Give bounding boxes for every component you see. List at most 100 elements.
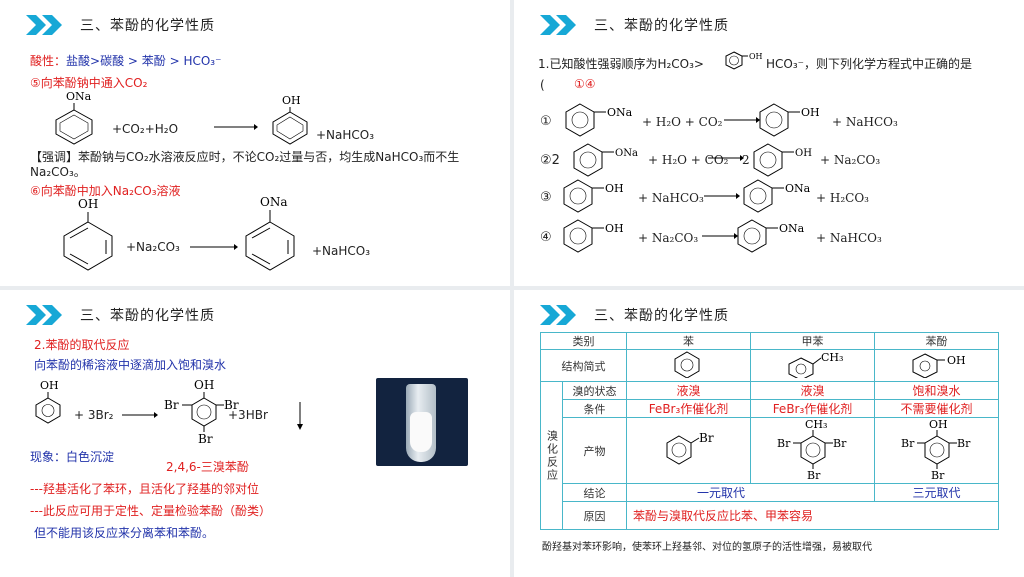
svg-text:OH: OH bbox=[749, 52, 763, 61]
table-row: 条件 FeBr₃作催化剂 FeBr₃作催化剂 不需要催化剂 bbox=[541, 399, 999, 418]
note-1: ---羟基活化了苯环，且活化了羟基的邻对位 bbox=[30, 482, 259, 496]
phenol-structure: OH bbox=[753, 143, 812, 177]
reaction-arrow bbox=[724, 117, 760, 123]
phenol-structure: OH bbox=[912, 353, 966, 379]
svg-text:OH: OH bbox=[282, 94, 301, 107]
slide-title: 三、苯酚的化学性质 bbox=[594, 18, 729, 34]
svg-text:Br: Br bbox=[901, 437, 915, 450]
phenol-structure: OH bbox=[63, 197, 113, 271]
slide-title: 三、苯酚的化学性质 bbox=[594, 308, 729, 324]
note-2: ---此反应可用于定性、定量检验苯酚（酚类） bbox=[30, 504, 271, 518]
eq5-reagent: +CO₂+H₂O bbox=[112, 122, 179, 136]
reagent-bromine: + 3Br₂ bbox=[74, 408, 114, 422]
tribromophenol-structure: OH Br Br Br bbox=[901, 418, 971, 482]
double-chevron-icon bbox=[540, 305, 576, 325]
section-title: 2.苯酚的取代反应 bbox=[34, 338, 130, 352]
step-5: ⑤向苯酚钠中通入CO₂ bbox=[30, 76, 148, 90]
table-row: 产物 Br CH₃ Br Br Br OH Br Br Br bbox=[541, 417, 999, 484]
sodium-phenoxide-structure: ONa bbox=[737, 219, 805, 253]
tribromotoluene-structure: CH₃ Br Br Br bbox=[777, 418, 847, 482]
answer-value: ①④ bbox=[574, 77, 596, 91]
double-chevron-icon bbox=[26, 15, 62, 35]
sodium-phenoxide-structure: ONa bbox=[245, 195, 295, 271]
svg-text:ONa: ONa bbox=[785, 182, 811, 195]
svg-text:Br: Br bbox=[833, 437, 847, 450]
sodium-phenoxide-structure: ONa bbox=[743, 179, 811, 213]
svg-text:Br: Br bbox=[699, 432, 714, 445]
phenol-structure: OH bbox=[725, 51, 763, 70]
svg-text:OH: OH bbox=[605, 182, 624, 195]
sodium-phenoxide-structure: ONa bbox=[55, 90, 93, 145]
sodium-phenoxide-structure: ONa bbox=[573, 143, 638, 177]
svg-text:ONa: ONa bbox=[66, 90, 92, 103]
reaction-arrow bbox=[708, 155, 744, 161]
slide-3: 三、苯酚的化学性质 2.苯酚的取代反应 向苯酚的稀溶液中逐滴加入饱和溴水 OH … bbox=[0, 290, 510, 577]
table-row: 结论 一元取代 三元取代 bbox=[541, 483, 999, 502]
phenol-structure: OH bbox=[272, 94, 308, 145]
note-3: 但不能用该反应来分离苯和苯酚。 bbox=[34, 526, 215, 540]
table-row: 溴化反应 溴的状态 液溴 液溴 饱和溴水 bbox=[540, 381, 999, 530]
svg-text:OH: OH bbox=[801, 106, 820, 119]
question-suffix: HCO₃⁻，则下列化学方程式中正确的是 bbox=[766, 57, 972, 71]
svg-text:Br: Br bbox=[777, 437, 791, 450]
svg-text:Br: Br bbox=[807, 469, 821, 480]
bromobenzene-structure: Br bbox=[666, 431, 714, 465]
svg-text:Br: Br bbox=[957, 437, 971, 450]
svg-text:CH₃: CH₃ bbox=[805, 418, 827, 431]
phenol-structure: OH bbox=[759, 103, 820, 137]
product-name: 2,4,6-三溴苯酚 bbox=[166, 460, 249, 474]
svg-text:ONa: ONa bbox=[260, 195, 288, 209]
svg-text:OH: OH bbox=[947, 354, 966, 367]
svg-text:ONa: ONa bbox=[779, 222, 805, 235]
note-line-2: Na₂CO₃。 bbox=[30, 165, 86, 179]
bromination-group-label: 溴化反应 bbox=[540, 381, 563, 530]
answer-bracket: ( bbox=[540, 78, 545, 92]
table-row: 原因 苯酚与溴取代反应比苯、甲苯容易 bbox=[541, 501, 999, 530]
note-line-1: 【强调】苯酚钠与CO₂水溶液反应时，不论CO₂过量与否，均生成NaHCO₃而不生 bbox=[30, 150, 460, 164]
byproduct-hbr: +3HBr bbox=[228, 408, 268, 422]
phenol-structure: OH bbox=[35, 379, 61, 424]
svg-text:Br: Br bbox=[198, 432, 213, 446]
precipitate-arrow-icon bbox=[297, 402, 303, 430]
slide-title: 三、苯酚的化学性质 bbox=[80, 308, 215, 324]
svg-text:Br: Br bbox=[164, 398, 179, 412]
reaction-arrow bbox=[704, 193, 740, 199]
acidity-line: 酸性：盐酸>碳酸 > 苯酚 > HCO₃⁻ bbox=[30, 54, 222, 68]
reaction-arrow bbox=[702, 233, 738, 239]
table-row: 类别 苯 甲苯 苯酚 bbox=[540, 332, 999, 350]
benzene-structure bbox=[674, 351, 699, 379]
phenol-structure: OH bbox=[563, 179, 624, 213]
slide-1: 三、苯酚的化学性质 酸性：盐酸>碳酸 > 苯酚 > HCO₃⁻ ⑤向苯酚钠中通入… bbox=[0, 0, 510, 286]
svg-text:OH: OH bbox=[78, 197, 98, 211]
comparison-table: 类别 苯 甲苯 苯酚 结构简式 CH₃ OH 溴化反应 溴的状态 液溴 液溴 饱… bbox=[540, 332, 999, 530]
eq5-product: +NaHCO₃ bbox=[316, 128, 375, 142]
question-prefix: 1.已知酸性强弱顺序为H₂CO₃> bbox=[538, 57, 704, 71]
slide-header: 三、苯酚的化学性质 bbox=[540, 14, 729, 36]
svg-text:ONa: ONa bbox=[615, 148, 638, 159]
double-chevron-icon bbox=[26, 305, 62, 325]
slide-title: 三、苯酚的化学性质 bbox=[80, 18, 215, 34]
svg-text:OH: OH bbox=[605, 222, 624, 235]
table-row: 结构简式 CH₃ OH bbox=[540, 349, 999, 382]
slide-2: 三、苯酚的化学性质 1.已知酸性强弱顺序为H₂CO₃> OH HCO₃⁻，则下列… bbox=[514, 0, 1024, 286]
slide-header: 三、苯酚的化学性质 bbox=[26, 304, 215, 326]
double-chevron-icon bbox=[540, 15, 576, 35]
footnote: 酚羟基对苯环影响，使苯环上羟基邻、对位的氢原子的活性增强，易被取代 bbox=[542, 542, 872, 553]
toluene-structure: CH₃ bbox=[788, 351, 843, 381]
step-6: ⑥向苯酚中加入Na₂CO₃溶液 bbox=[30, 184, 181, 198]
svg-text:OH: OH bbox=[795, 148, 812, 159]
eq6-reagent: +Na₂CO₃ bbox=[126, 240, 180, 254]
svg-text:Br: Br bbox=[931, 469, 945, 480]
svg-text:Br: Br bbox=[224, 398, 239, 412]
reaction-arrow bbox=[214, 124, 258, 130]
test-tube-photo bbox=[376, 378, 468, 466]
slide-header: 三、苯酚的化学性质 bbox=[540, 304, 729, 326]
phenol-structure: OH bbox=[563, 219, 624, 253]
slide-header: 三、苯酚的化学性质 bbox=[26, 14, 215, 36]
tribromophenol-structure: OH Br Br Br bbox=[164, 378, 239, 446]
slide-4: 三、苯酚的化学性质 类别 苯 甲苯 苯酚 结构简式 CH₃ OH 溴化反应 溴的… bbox=[514, 290, 1024, 577]
svg-text:OH: OH bbox=[929, 418, 948, 431]
reaction-arrow bbox=[190, 244, 238, 250]
eq6-product: +NaHCO₃ bbox=[312, 244, 371, 258]
svg-text:OH: OH bbox=[194, 378, 214, 392]
